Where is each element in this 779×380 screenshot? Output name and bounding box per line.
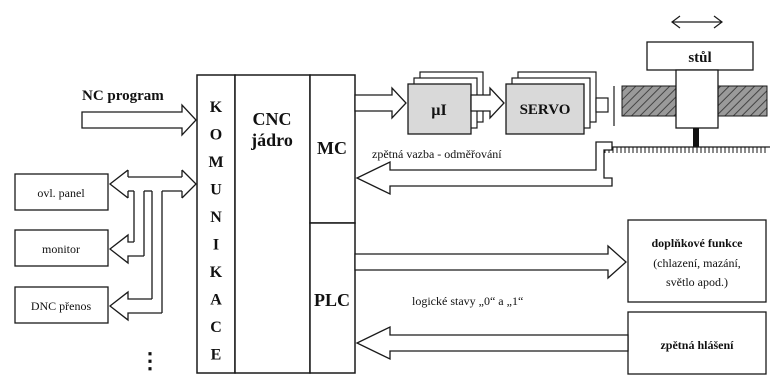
table-label: stůl — [688, 50, 711, 66]
feedback-label: zpětná vazba - odměřování — [372, 147, 502, 161]
komunikace-letter: N — [210, 209, 222, 226]
nc-program-label: NC program — [82, 88, 164, 104]
peripheral-bus-arrow — [108, 169, 197, 322]
aux-label-line3: světlo apod.) — [666, 275, 728, 289]
monitor-label: monitor — [42, 242, 80, 256]
monitor-box: monitor — [14, 229, 109, 267]
cnc-label-line2: jádro — [250, 130, 293, 150]
nc-program-arrow — [81, 103, 197, 137]
mc-to-ui-arrow — [354, 86, 407, 120]
more-peripherals-ellipsis: ⋮ — [139, 348, 161, 373]
plc-block — [309, 222, 356, 374]
logic-states-label: logické stavy „0“ a „1“ — [412, 294, 523, 308]
dnc-label: DNC přenos — [31, 299, 92, 313]
ovl-panel-box: ovl. panel — [14, 173, 109, 211]
komunikace-letter: M — [208, 154, 223, 171]
ovl-panel-label: ovl. panel — [37, 186, 85, 200]
cnc-core-block — [234, 74, 311, 374]
aux-functions-box: doplňkové funkce (chlazení, mazání, svět… — [627, 219, 767, 303]
response-box: zpětná hlášení — [627, 311, 767, 375]
motor-shaft — [595, 86, 615, 126]
komunikace-letter: O — [210, 127, 222, 144]
komunikace-letter: K — [210, 99, 223, 116]
aux-label-line2: (chlazení, mazání, — [653, 256, 741, 270]
komunikace-letter: U — [210, 182, 222, 199]
response-label: zpětná hlášení — [660, 338, 734, 352]
ui-label: µI — [431, 102, 446, 119]
mc-block — [309, 74, 356, 224]
cnc-label-line1: CNC — [253, 109, 292, 129]
ui-to-servo-arrow — [470, 86, 505, 120]
machine-table: stůl — [646, 41, 754, 147]
measuring-scale — [603, 146, 770, 153]
response-to-plc-arrow — [355, 325, 629, 361]
table-travel-arrow — [671, 15, 723, 29]
mc-label: MC — [317, 138, 347, 158]
dnc-box: DNC přenos — [14, 286, 109, 324]
plc-to-aux-arrow — [354, 244, 627, 280]
plc-label: PLC — [314, 290, 350, 310]
komunikace-block — [196, 74, 236, 374]
komunikace-letter: K — [210, 264, 223, 281]
aux-label-line1: doplňkové funkce — [651, 236, 743, 250]
komunikace-letter: C — [210, 319, 222, 336]
servo-block: SERVO — [505, 71, 597, 135]
komunikace-letter: E — [211, 347, 222, 364]
komunikace-letter: A — [210, 292, 222, 309]
servo-label: SERVO — [520, 102, 571, 118]
feedback-arrow — [355, 141, 613, 196]
komunikace-letter: I — [213, 237, 219, 254]
